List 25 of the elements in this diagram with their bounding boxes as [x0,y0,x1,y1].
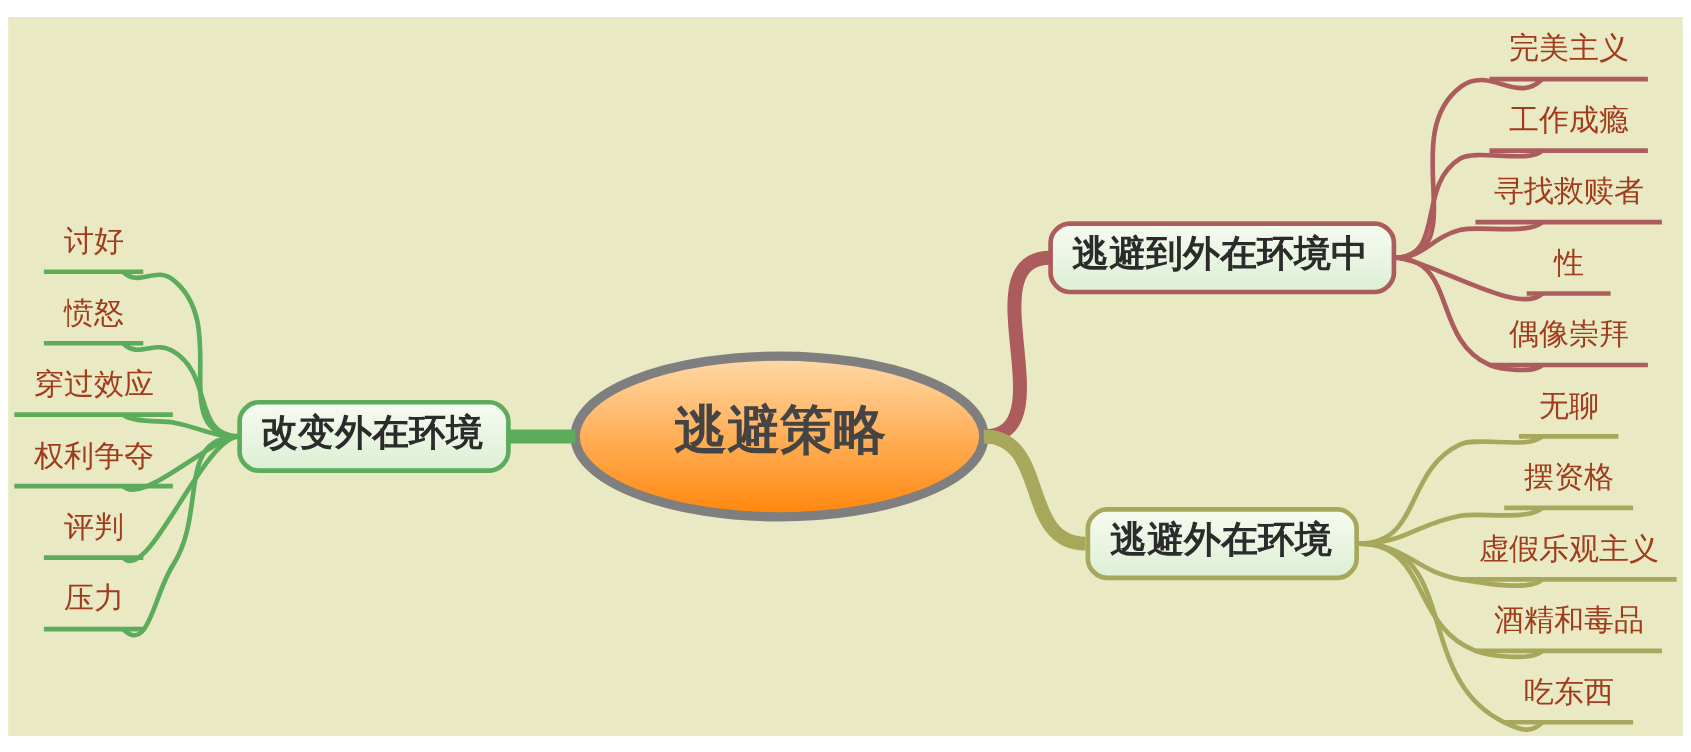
node-text: 寻找救赎者 [1493,173,1644,208]
connector [1358,540,1544,732]
connector [1393,148,1544,260]
connector [121,433,240,637]
node-text: 虚假乐观主义 [1478,531,1659,566]
node-text: 压力 [63,580,124,615]
node-text: 评判 [63,509,124,544]
node-text: 完美主义 [1508,30,1629,65]
node-text: 穿过效应 [33,366,154,401]
node-text: 愤怒 [63,295,124,330]
node-text: 酒精和毒品 [1493,602,1644,637]
node-text: 性 [1553,245,1584,280]
node-box: 逃避到外在环境中 [1048,220,1397,294]
node-box: 改变外在环境 [237,399,511,473]
node-text: 偶像崇拜 [1508,316,1629,351]
connector [508,428,576,443]
node-text: 摆资格 [1523,459,1614,494]
connector [1393,76,1544,260]
node-text: 无聊 [1538,388,1599,423]
node-ellipse: 逃避策略 [570,350,989,521]
node-box: 逃避外在环境 [1085,506,1359,580]
node-text: 吃东西 [1523,674,1614,709]
node-text: 工作成瘾 [1508,102,1629,137]
node-text: 权利争夺 [33,437,154,472]
node-text: 讨好 [63,223,124,258]
